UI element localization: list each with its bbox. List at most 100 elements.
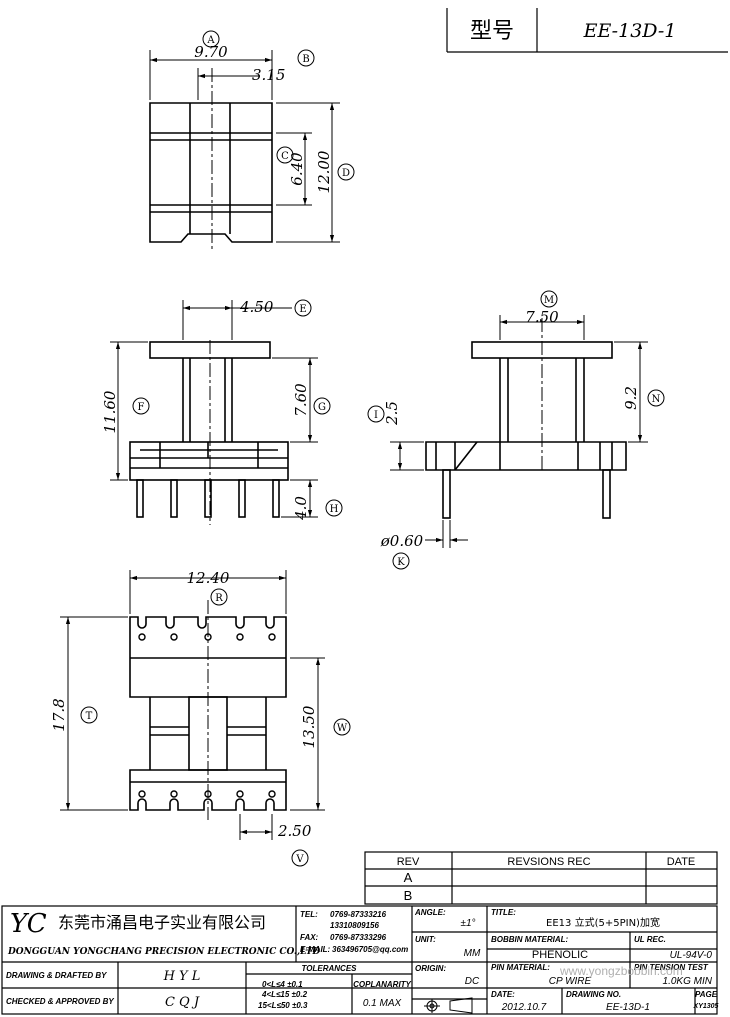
mark-C: C (276, 146, 294, 164)
side-view-thin (390, 315, 648, 548)
date-value: 2012.10.7 (501, 1002, 547, 1013)
model-value: EE-13D-1 (583, 20, 677, 42)
front-view-thin (110, 300, 318, 525)
dim-C-value: 6.40 (288, 152, 306, 186)
pin-tension-value: 1.0KG MIN (663, 976, 713, 987)
title-label: TITLE: (491, 908, 516, 917)
mark-M-label: M (544, 295, 554, 306)
top-view (149, 102, 273, 243)
mark-K-label: K (397, 557, 405, 568)
material-value: PHENOLIC (532, 949, 588, 961)
revision-table (364, 851, 718, 905)
mark-G-label: G (318, 402, 326, 413)
pin-tension-label: PIN TENSION TEST (634, 963, 709, 972)
mark-B: B (297, 49, 315, 67)
unit-label: UNIT: (415, 935, 436, 944)
dim-E-value: 4.50 (239, 298, 274, 316)
mark-A-label: A (206, 35, 215, 46)
dim-A-value: 9.70 (194, 43, 228, 61)
tel-number-2: 13310809156 (330, 921, 379, 930)
mark-M: M (540, 290, 558, 308)
fax-label: FAX: (300, 933, 319, 942)
mark-K: K (392, 552, 410, 570)
angle-label: ANGLE: (414, 908, 446, 917)
page-value: XY1305 (693, 1003, 719, 1010)
checked-value: C Q J (165, 995, 200, 1010)
ul-value: UL-94V-0 (670, 950, 713, 961)
title-block-grid (1, 905, 718, 1015)
angle-value: ±1° (460, 918, 475, 929)
checked-label: CHECKED & APPROVED BY (6, 997, 114, 1006)
mark-V-label: V (295, 854, 304, 865)
watermark: www.yongzbobbin.com (559, 964, 683, 978)
title-value: EE13 立式(5+5PIN)加宽 (546, 916, 660, 929)
pin-material-label: PIN MATERIAL: (491, 963, 550, 972)
origin-value: DC (465, 976, 480, 987)
mark-T-label: T (86, 711, 93, 722)
rev-col-date: DATE (667, 856, 696, 868)
mark-I: I (367, 405, 385, 423)
mark-N: N (647, 389, 665, 407)
dim-V-value: 2.50 (277, 822, 312, 840)
mark-G: G (313, 397, 331, 415)
page-label: PAGE (695, 990, 718, 999)
mark-A: A (202, 30, 220, 48)
side-view (425, 341, 627, 519)
top-view-thin (149, 50, 340, 250)
dim-R-value: 12.40 (187, 569, 230, 587)
dim-B-value: 3.15 (252, 66, 285, 84)
dim-F-value: 11.60 (101, 390, 119, 433)
model-header (446, 8, 728, 53)
tolerance-row-3: 15<L≤50 ±0.3 (258, 1001, 308, 1010)
mark-W-label: W (337, 723, 348, 734)
mark-D-label: D (342, 168, 350, 179)
dim-H-value: 4.0 (292, 496, 310, 521)
mark-H: H (325, 499, 343, 517)
mark-N-label: N (652, 394, 661, 405)
tolerance-row-2: 4<L≤15 ±0.2 (261, 990, 308, 999)
mark-I-label: I (374, 410, 378, 421)
dim-N-value: 9.2 (622, 386, 640, 410)
mark-T: T (80, 706, 98, 724)
rev-col-rev: REV (397, 856, 420, 868)
tolerance-row-1: 0<L≤4 ±0.1 (262, 980, 303, 989)
company-logo: YC (10, 909, 47, 939)
mark-R-label: R (215, 593, 223, 604)
mark-D: D (337, 163, 355, 181)
mark-C-label: C (281, 151, 289, 162)
dim-G-value: 7.60 (292, 383, 310, 417)
rev-row-a: A (404, 870, 413, 885)
rev-row-b: B (404, 888, 413, 903)
origin-label: ORIGIN: (415, 964, 446, 973)
mark-E-label: E (299, 304, 306, 315)
dim-K-value: ø0.60 (380, 532, 424, 550)
dim-D-value: 12.00 (315, 150, 333, 193)
projection-symbol-icon (424, 997, 473, 1014)
company-name-cn: 东莞市涌昌电子实业有限公司 (58, 913, 266, 932)
dim-T-value: 17.8 (50, 698, 68, 731)
mark-F-label: F (138, 402, 145, 413)
mark-V: V (291, 849, 309, 867)
drawn-value: H Y L (163, 969, 201, 984)
email-value: 363496705@qq.com (332, 945, 408, 954)
material-label: BOBBIN MATERIAL: (491, 935, 569, 944)
ul-label: UL REC. (634, 935, 666, 944)
email-label: E-MAIL: (300, 945, 331, 954)
unit-value: MM (464, 948, 481, 959)
rev-col-rec: REVSIONS REC (507, 856, 590, 868)
drawn-label: DRAWING & DRAFTED BY (6, 971, 107, 980)
model-label: 型号 (470, 19, 514, 44)
tolerances-label: TOLERANCES (302, 964, 358, 973)
dim-W-value: 13.50 (300, 705, 318, 748)
bottom-view-thin (60, 570, 325, 840)
coplanarity-label: COPLANARITY (353, 980, 411, 989)
coplanarity-value: 0.1 MAX (363, 998, 402, 1009)
dim-M-value: 7.50 (525, 308, 559, 326)
fax-number: 0769-87333296 (330, 933, 387, 942)
mark-R: R (210, 588, 228, 606)
mark-F: F (132, 397, 150, 415)
mark-E: E (294, 299, 312, 317)
mark-B-label: B (302, 54, 309, 65)
mark-W: W (333, 718, 351, 736)
